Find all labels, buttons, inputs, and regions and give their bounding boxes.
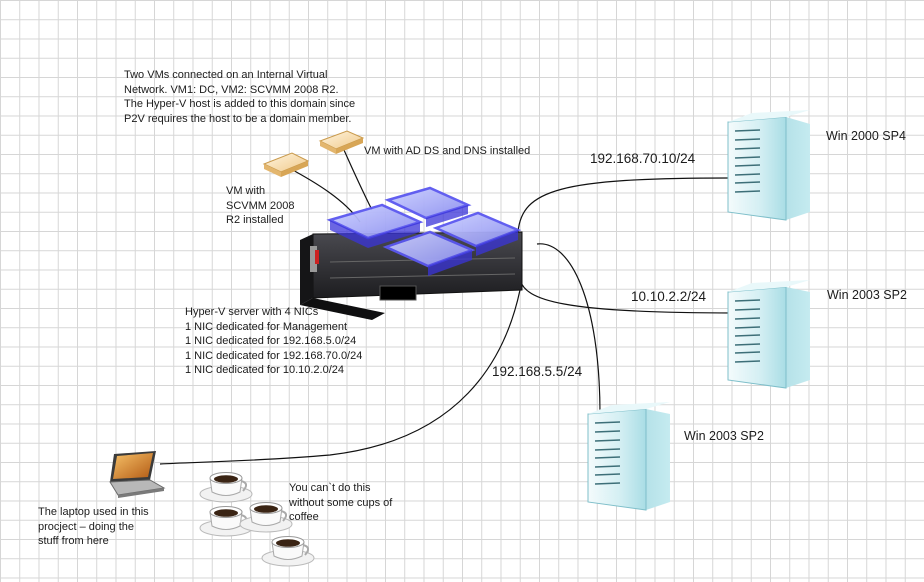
note-line: stuff from here [38, 535, 109, 547]
note-hyperv-server: Hyper-V server with 4 NICs 1 NIC dedicat… [185, 305, 362, 378]
note-line: without some cups of [289, 496, 393, 509]
hyperv-rack-icon [300, 186, 523, 320]
note-line: 1 NIC dedicated for 192.168.70.0/24 [185, 349, 363, 362]
vm-box-scvmm-icon [262, 152, 310, 177]
note-laptop: The laptop used in this procject – doing… [38, 505, 149, 549]
note-coffee: You can`t do this without some cups of c… [289, 481, 392, 525]
link-vm-ad [343, 149, 373, 211]
note-line: 1 NIC dedicated for 10.10.2.0/24 [185, 364, 344, 376]
vm-box-ad-icon [318, 130, 365, 154]
note-line: 1 NIC dedicated for 192.168.5.0/24 [185, 335, 357, 347]
note-line: The Hyper-V host is added to this domain… [124, 98, 356, 110]
coffee-cups-icon [199, 472, 315, 567]
note-line: coffee [289, 511, 319, 523]
link-label-192-168-70: 192.168.70.10/24 [590, 151, 696, 166]
note-line: P2V requires the host to be a domain mem… [124, 112, 352, 125]
server-label-middle: Win 2003 SP2 [827, 288, 907, 302]
link-label-192-168-5: 192.168.5.5/24 [492, 364, 583, 379]
server-bottom-icon [587, 402, 670, 511]
note-line: You can`t do this [289, 482, 371, 494]
note-line: procject – doing the [38, 520, 135, 533]
note-internal-network: Two VMs connected on an Internal Virtual… [124, 68, 355, 126]
note-line: Hyper-V server with 4 NICs [185, 306, 319, 318]
note-line: The laptop used in this [38, 506, 149, 518]
note-line: Two VMs connected on an Internal Virtual [124, 69, 328, 81]
label-vm-ad: VM with AD DS and DNS installed [364, 145, 531, 157]
link-bottom-server [536, 243, 601, 416]
note-line: 1 NIC dedicated for Management [185, 320, 348, 333]
link-label-10-10-2: 10.10.2.2/24 [631, 289, 707, 304]
laptop-icon [109, 451, 166, 498]
server-label-bottom: Win 2003 SP2 [684, 429, 764, 443]
server-top-icon [727, 110, 810, 221]
note-line: Network. VM1: DC, VM2: SCVMM 2008 R2. [124, 83, 339, 96]
server-middle-icon [727, 280, 810, 389]
link-top-server [517, 177, 729, 233]
link-middle-server [519, 279, 736, 314]
note-line: SCVMM 2008 [226, 199, 295, 212]
note-line: R2 installed [226, 214, 284, 226]
server-label-top: Win 2000 SP4 [826, 129, 906, 143]
label-vm-scvmm: VM with SCVMM 2008 R2 installed [226, 184, 294, 228]
note-line: VM with [226, 185, 266, 197]
link-laptop [159, 289, 521, 465]
